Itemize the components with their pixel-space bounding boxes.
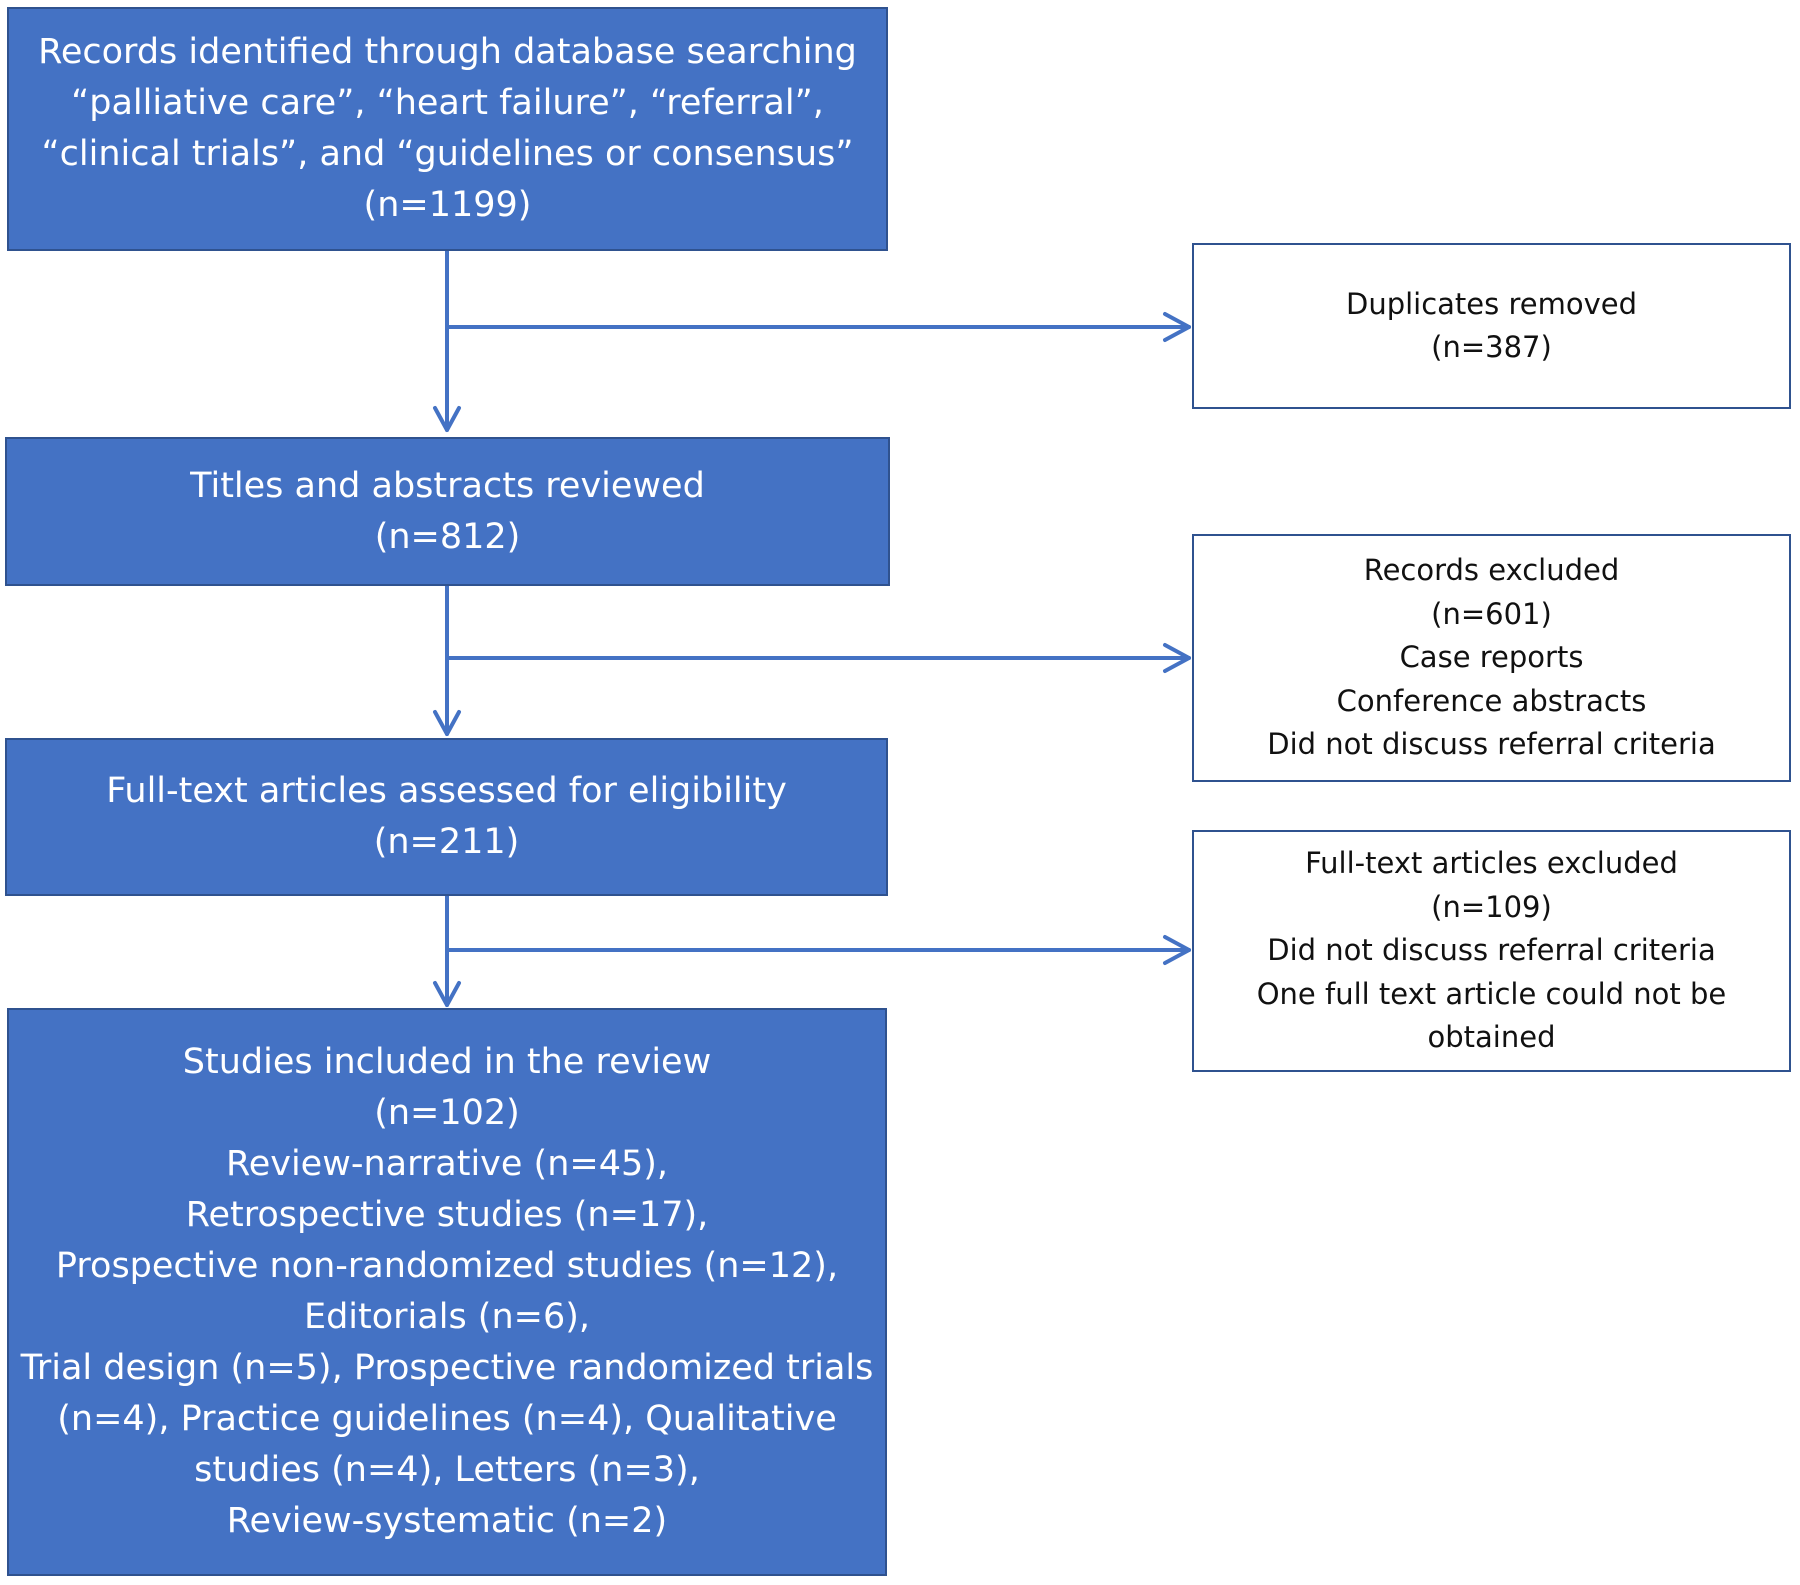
fulltext-excluded-count: (n=109) (1431, 889, 1552, 924)
included-line-4: Retrospective studies (n=17), (185, 1195, 709, 1235)
records-excluded-label: Records excluded (1363, 553, 1620, 588)
included-line-10: Review-systematic (n=2) (226, 1501, 668, 1541)
records-excluded-box: Records excluded (n=601) Case reports Co… (1192, 534, 1791, 782)
titles-abstracts-box: Titles and abstracts reviewed (n=812) (5, 437, 890, 586)
included-line-7: Trial design (n=5), Prospective randomiz… (20, 1348, 874, 1388)
included-line-5: Prospective non-randomized studies (n=12… (55, 1246, 839, 1286)
records-excluded-count: (n=601) (1431, 596, 1552, 631)
identified-line-1: Records identified through database sear… (38, 32, 857, 72)
fulltext-excluded-reason-2: One full text article could not be (1256, 976, 1727, 1011)
included-line-3: Review-narrative (n=45), (225, 1144, 669, 1184)
included-line-9: studies (n=4), Letters (n=3), (194, 1450, 700, 1490)
fulltext-excluded-reason-1: Did not discuss referral criteria (1267, 933, 1716, 968)
screened-label: Titles and abstracts reviewed (190, 465, 705, 506)
arrowhead-screened (433, 406, 461, 432)
full-text-excluded-box: Full-text articles excluded (n=109) Did … (1192, 830, 1791, 1072)
arrowhead-records-excluded (1163, 643, 1191, 673)
eligibility-count: (n=211) (373, 822, 520, 862)
records-excluded-reason-3: Did not discuss referral criteria (1267, 727, 1716, 762)
identified-line-3: “clinical trials”, and “guidelines or co… (41, 134, 854, 174)
duplicates-count: (n=387) (1431, 330, 1552, 364)
included-line-1: Studies included in the review (182, 1042, 712, 1082)
duplicates-removed-box: Duplicates removed (n=387) (1192, 243, 1791, 409)
included-line-2: (n=102) (374, 1093, 520, 1133)
duplicates-label: Duplicates removed (1345, 286, 1638, 321)
records-excluded-reason-1: Case reports (1399, 640, 1584, 675)
records-identified-box: Records identified through database sear… (7, 7, 888, 251)
included-line-8: (n=4), Practice guidelines (n=4), Qualit… (57, 1399, 837, 1439)
arrowhead-fulltext-excluded (1163, 935, 1191, 965)
fulltext-excluded-reason-3: obtained (1427, 1020, 1556, 1055)
studies-included-box: Studies included in the review (n=102) R… (7, 1008, 887, 1576)
included-line-6: Editorials (n=6), (303, 1297, 591, 1337)
arrowhead-eligibility (433, 710, 461, 736)
arrowhead-included (433, 981, 461, 1007)
identified-count: (n=1199) (363, 185, 532, 225)
arrowhead-duplicates (1163, 312, 1191, 342)
fulltext-excluded-label: Full-text articles excluded (1305, 846, 1678, 881)
full-text-assessed-box: Full-text articles assessed for eligibil… (5, 738, 888, 896)
eligibility-label: Full-text articles assessed for eligibil… (106, 771, 787, 811)
screened-count: (n=812) (374, 516, 521, 557)
identified-line-2: “palliative care”, “heart failure”, “ref… (71, 83, 824, 123)
records-excluded-reason-2: Conference abstracts (1336, 683, 1647, 718)
